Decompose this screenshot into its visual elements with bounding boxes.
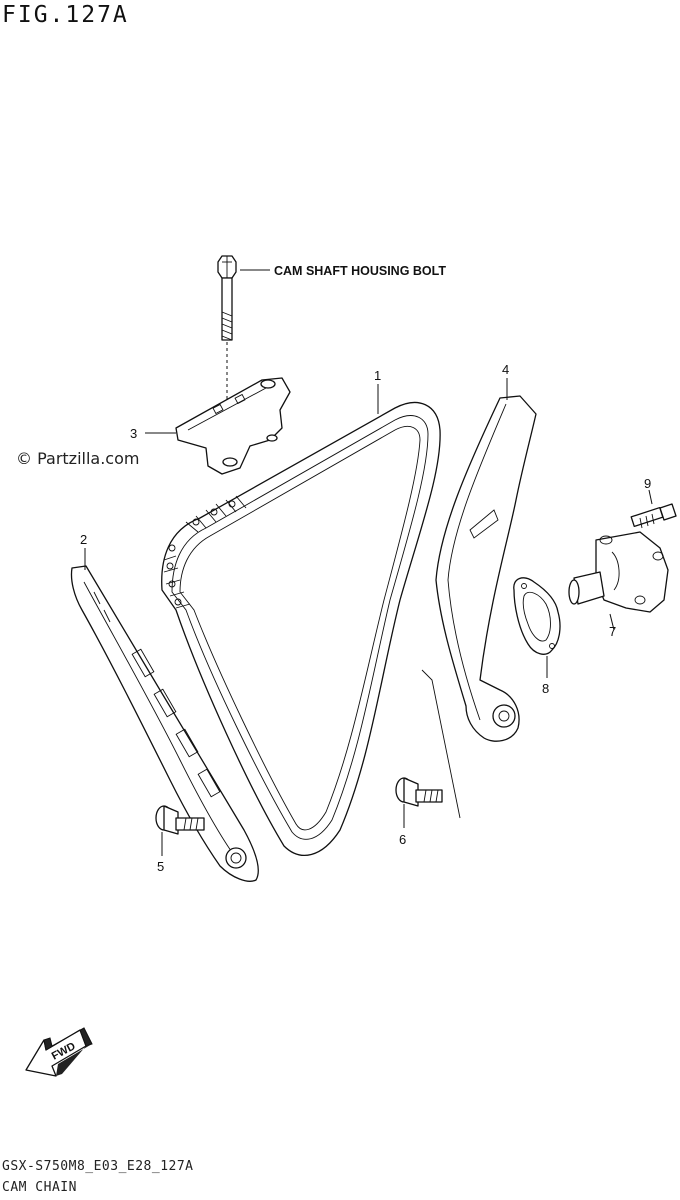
bolt-annotation: CAM SHAFT HOUSING BOLT — [274, 264, 446, 278]
copyright-watermark: © Partzilla.com — [16, 449, 140, 468]
callout-5-label: 5 — [157, 859, 164, 874]
callout-7-label: 7 — [609, 624, 616, 639]
figure-name: CAM CHAIN — [2, 1180, 77, 1195]
callout-1-label: 1 — [374, 368, 381, 383]
fwd-arrow-icon: FWD — [25, 1027, 93, 1077]
part-5-guide-bolt[interactable] — [155, 805, 205, 835]
part-9-tensioner-bolt[interactable] — [630, 503, 677, 529]
part-8-gasket[interactable] — [513, 577, 561, 655]
callout-7-line — [609, 613, 615, 631]
part-7-tensioner-adjuster[interactable] — [568, 531, 669, 613]
part-1-cam-chain[interactable] — [161, 401, 441, 856]
part-6-tensioner-bolt[interactable] — [395, 777, 443, 807]
callout-9-label: 9 — [644, 476, 651, 491]
alignment-leader — [421, 669, 461, 819]
figure-title: FIG.127A — [2, 2, 129, 28]
callout-8-label: 8 — [542, 681, 549, 696]
part-3-chain-guide-bracket[interactable] — [175, 377, 291, 475]
callout-6-label: 6 — [399, 832, 406, 847]
callout-4-label: 4 — [502, 362, 509, 377]
callout-3-label: 3 — [130, 426, 137, 441]
callout-9-line — [648, 489, 653, 505]
callout-2-label: 2 — [80, 532, 87, 547]
cam-shaft-housing-bolt[interactable] — [217, 255, 237, 341]
part-4-tensioner-arm[interactable] — [435, 395, 537, 742]
figure-code: GSX-S750M8_E03_E28_127A — [2, 1159, 194, 1174]
part-2-chain-guide[interactable] — [70, 565, 259, 882]
